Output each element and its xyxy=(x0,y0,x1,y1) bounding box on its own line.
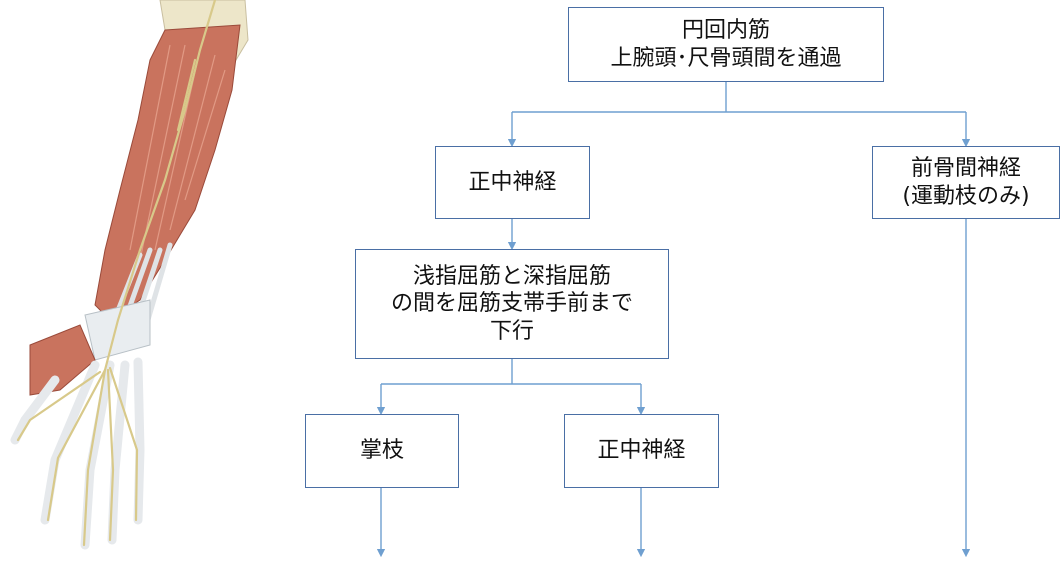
anterior-interosseous-note: (運動枝のみ) xyxy=(902,183,1030,209)
anterior-interosseous-title: 前骨間神経 xyxy=(910,156,1021,181)
palmar-branch-box: 掌枝 xyxy=(305,414,459,488)
between-flexors-line1: 浅指屈筋と深指屈筋 xyxy=(412,263,611,289)
pronator-teres-box: 円回内筋 上腕頭･尺骨頭間を通過 xyxy=(568,7,884,82)
pronator-detail: 上腕頭･尺骨頭間を通過 xyxy=(610,45,842,71)
thenar-muscle xyxy=(29,324,96,396)
pronator-title: 円回内筋 xyxy=(681,18,770,43)
between-flexors-line2: の間を屈筋支帯手前まで xyxy=(390,291,633,317)
flexor-retinaculum xyxy=(84,299,151,361)
median-nerve-course xyxy=(16,0,217,547)
median-nerve-lower-label: 正中神経 xyxy=(597,438,686,464)
median-nerve-upper-label: 正中神経 xyxy=(468,169,557,195)
between-flexors-box: 浅指屈筋と深指屈筋 の間を屈筋支帯手前まで 下行 xyxy=(355,249,669,359)
palmar-branch-label: 掌枝 xyxy=(359,438,404,464)
forearm-anatomy-illustration xyxy=(10,0,249,550)
median-nerve-upper-box: 正中神経 xyxy=(435,146,590,219)
between-flexors-line3: 下行 xyxy=(489,318,534,344)
median-nerve-lower-box: 正中神経 xyxy=(564,414,719,488)
anterior-interosseous-box: 前骨間神経 (運動枝のみ) xyxy=(872,146,1060,219)
